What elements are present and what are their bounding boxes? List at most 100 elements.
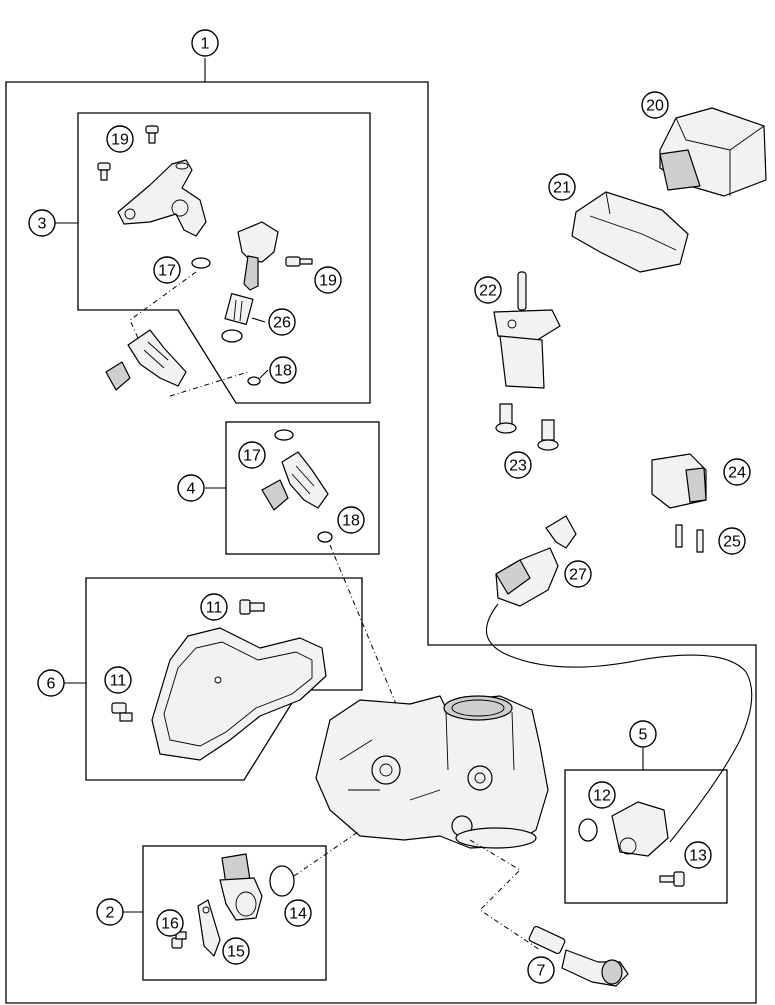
callout-c24: 24	[723, 458, 751, 486]
callout-circle	[153, 256, 181, 284]
callout-circle	[684, 841, 712, 869]
callout-circle	[564, 560, 592, 588]
throttle-cover	[151, 627, 327, 761]
callout-circle	[96, 898, 124, 926]
callout-circle	[37, 669, 65, 697]
callout-number: 24	[728, 465, 746, 482]
filter-26-leader	[251, 317, 266, 323]
callout-number: 2	[106, 905, 115, 922]
screw-25	[675, 524, 704, 553]
callout-number: 17	[243, 448, 261, 465]
idle-valve-7	[528, 925, 629, 987]
dashline-box3-b	[169, 371, 249, 397]
callout-number: 21	[553, 180, 571, 197]
lever-15	[197, 899, 221, 957]
callout-circle	[314, 266, 342, 294]
screw-23-a	[495, 403, 517, 434]
callout-number: 27	[569, 567, 587, 584]
callout-c6: 6	[37, 669, 65, 697]
callout-number: 19	[319, 273, 337, 290]
callout-c2: 2	[96, 898, 124, 926]
callout-c15: 15	[222, 937, 250, 965]
callout-c17b: 17	[238, 441, 266, 469]
callout-circle	[641, 91, 669, 119]
screw-16	[171, 931, 187, 949]
callout-c5: 5	[629, 720, 657, 748]
throttle-body	[315, 695, 549, 849]
callout-c18a: 18	[269, 356, 297, 384]
callout-number: 22	[479, 283, 497, 300]
screw-11-a	[239, 599, 265, 615]
callout-circle	[106, 125, 134, 153]
callout-c19a: 19	[106, 125, 134, 153]
screw-13	[659, 871, 685, 887]
callout-c11b: 11	[104, 666, 132, 694]
callout-number: 6	[47, 676, 56, 693]
fuel-injector-a	[105, 329, 187, 391]
callout-circle	[723, 458, 751, 486]
callout-number: 23	[509, 458, 527, 475]
oring-17-a	[191, 257, 211, 269]
callout-circle	[191, 29, 219, 57]
callout-circle	[269, 356, 297, 384]
filter-26	[221, 292, 254, 343]
callout-circle	[268, 308, 296, 336]
injector-bracket	[117, 159, 207, 237]
callout-number: 26	[273, 315, 291, 332]
oring-18-b	[317, 531, 333, 543]
dashline-box3-a	[129, 271, 197, 339]
callout-c17a: 17	[153, 256, 181, 284]
callout-c25: 25	[718, 527, 746, 555]
dashline-throttle-part7	[469, 839, 541, 951]
callout-circle	[474, 276, 502, 304]
callout-circle	[238, 441, 266, 469]
callout-c7: 7	[527, 956, 555, 984]
screw-19-a	[145, 125, 159, 144]
callout-number: 15	[227, 944, 245, 961]
callout-circle	[28, 209, 56, 237]
oring-18-a	[247, 376, 261, 386]
callout-circle	[588, 781, 616, 809]
callout-c4: 4	[177, 474, 205, 502]
callout-number: 17	[158, 263, 176, 280]
callout-number: 11	[206, 600, 223, 617]
callout-c11a: 11	[200, 593, 228, 621]
callout-circle	[718, 527, 746, 555]
ecu-20	[659, 107, 767, 197]
callout-c26: 26	[268, 308, 296, 336]
callout-circle	[156, 909, 184, 937]
callout-number: 1	[201, 36, 210, 53]
throttle-sensor-connector	[219, 853, 263, 921]
sensor-22	[493, 271, 561, 389]
callout-number: 4	[187, 481, 196, 498]
callout-circle	[177, 474, 205, 502]
injector-cap	[237, 221, 279, 291]
callout-circle	[527, 956, 555, 984]
callout-circle	[548, 173, 576, 201]
callout-number: 5	[639, 727, 648, 744]
callout-number: 18	[342, 513, 360, 530]
screw-11-b	[111, 702, 133, 722]
subassembly-2-frame	[142, 845, 327, 981]
oring-14	[269, 865, 295, 897]
subassembly-3-frame	[77, 112, 371, 404]
callout-circle	[200, 593, 228, 621]
callout-c16: 16	[156, 909, 184, 937]
callout-number: 11	[110, 673, 127, 690]
callout-c23: 23	[504, 451, 532, 479]
callout-c13: 13	[684, 841, 712, 869]
callout-circle	[504, 451, 532, 479]
sensor-27-wire	[485, 603, 753, 843]
assembly-1-frame	[5, 81, 757, 1004]
callout-number: 3	[38, 216, 47, 233]
callout-c19b: 19	[314, 266, 342, 294]
callout-number: 7	[537, 963, 546, 980]
oring-18-a-leader	[259, 369, 269, 379]
callout-number: 18	[274, 363, 292, 380]
callout-number: 14	[289, 906, 307, 923]
callout-c18b: 18	[337, 506, 365, 534]
callout-circle	[629, 720, 657, 748]
oring-17-b	[274, 429, 294, 441]
callout-circle	[222, 937, 250, 965]
